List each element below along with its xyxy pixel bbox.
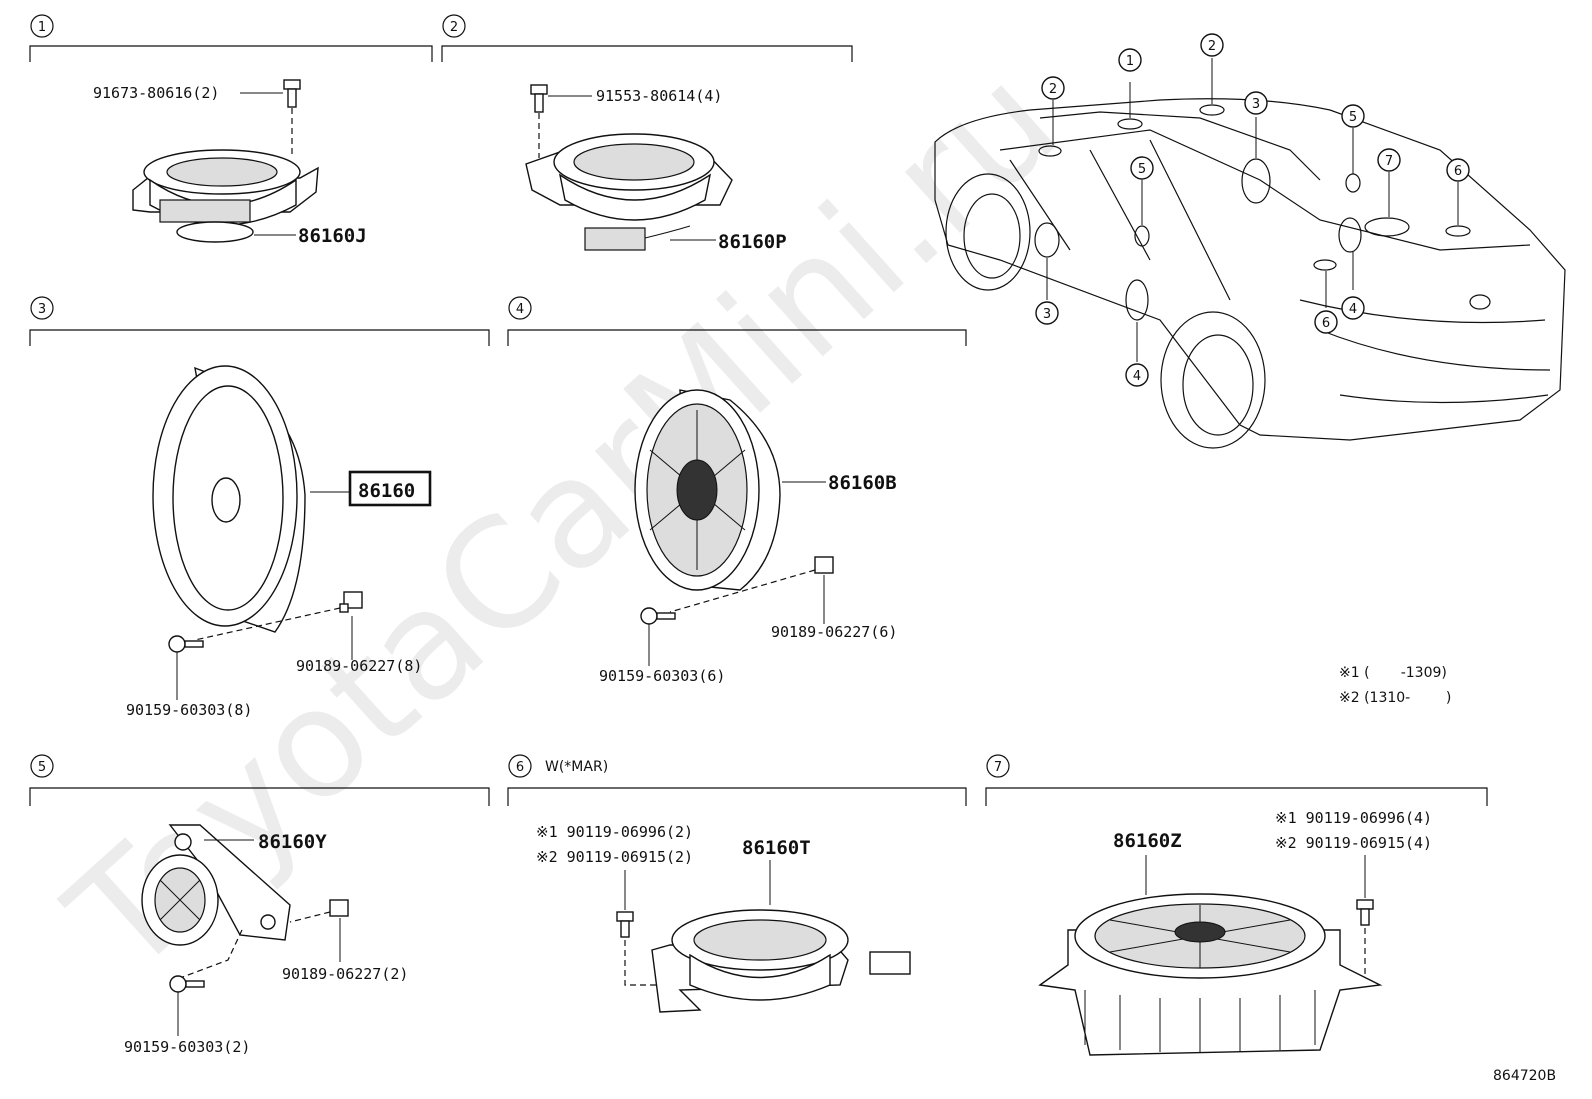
callout-3: 3	[1043, 307, 1051, 322]
section-number: 2	[450, 20, 458, 35]
part-86160Y[interactable]: 86160Y	[258, 831, 327, 853]
subwoofer-86160Z-icon	[1038, 893, 1383, 1056]
part-91553-80614[interactable]: 91553-80614(4)	[596, 87, 722, 105]
part-91673-80616[interactable]: 91673-80616(2)	[93, 84, 219, 102]
bolt-icon	[530, 84, 548, 113]
section-number: 6	[516, 760, 524, 775]
car-illustration: 1 2 2 3 3 4 4 5 5 6 6 7	[934, 33, 1566, 449]
callout-5: 5	[1138, 162, 1146, 177]
part-90119-06915-4[interactable]: ※2 90119-06915(4)	[1275, 834, 1432, 852]
part-90189-06227-2[interactable]: 90189-06227(2)	[282, 965, 408, 983]
bolt-icon	[283, 79, 301, 108]
part-86160B[interactable]: 86160B	[828, 472, 897, 494]
section-3: 3 86160 90189-06227(8) 90159-60303(8)	[29, 296, 490, 719]
section-number: 4	[516, 302, 524, 317]
speaker-86160-icon	[152, 365, 306, 633]
callout-2: 2	[1208, 39, 1216, 54]
part-86160[interactable]: 86160	[358, 480, 415, 502]
highlight-frame	[348, 470, 432, 507]
callout-6: 6	[1322, 316, 1330, 331]
part-90159-60303-2[interactable]: 90159-60303(2)	[124, 1038, 250, 1056]
part-86160Z[interactable]: 86160Z	[1113, 830, 1182, 852]
section-7: 7 86160Z ※1 90119-06996(4) ※2 90119-0691…	[985, 754, 1488, 1056]
speaker-86160P-icon	[525, 133, 733, 251]
screw-icon	[640, 607, 676, 625]
section-number: 1	[38, 20, 46, 35]
part-86160P[interactable]: 86160P	[718, 231, 787, 253]
part-90189-06227-8[interactable]: 90189-06227(8)	[296, 657, 422, 675]
section-6: 6 W(*MAR) ※1 90119-06996(2) ※2 90119-069…	[507, 754, 967, 1013]
section-number: 5	[38, 760, 46, 775]
screw-icon	[169, 975, 205, 993]
callout-7: 7	[1385, 154, 1393, 169]
callout-1: 1	[1126, 54, 1134, 69]
car-callouts: 1 2 2 3 3 4 4 5 5 6 6 7	[1035, 33, 1470, 387]
part-90119-06996-4[interactable]: ※1 90119-06996(4)	[1275, 809, 1432, 827]
part-86160J[interactable]: 86160J	[298, 225, 367, 247]
note-2: ※2 (1310- )	[1339, 690, 1451, 706]
callout-3: 3	[1252, 97, 1260, 112]
nut-clip-icon	[814, 556, 834, 574]
bolt-icon	[616, 911, 634, 938]
callout-4: 4	[1349, 302, 1357, 317]
nut-clip-icon	[339, 591, 363, 613]
part-90119-06996-2[interactable]: ※1 90119-06996(2)	[536, 823, 693, 841]
section-1: 1 91673-80616(2) 86160J	[29, 14, 433, 247]
section-2: 2 91553-80614(4) 86160P	[441, 14, 853, 253]
speaker-86160B-icon	[634, 389, 781, 591]
section-5: 5 86160Y 90189-06227(2) 90159-60303(2)	[29, 754, 490, 1056]
speaker-86160T-icon	[651, 909, 911, 1013]
section-6-condition: W(*MAR)	[545, 759, 608, 775]
nut-clip-icon	[329, 899, 349, 917]
callout-2: 2	[1049, 82, 1057, 97]
section-number: 3	[38, 302, 46, 317]
section-4: 4 86160B 90189-06227(6) 90159-60303(6)	[507, 296, 967, 685]
screw-icon	[168, 635, 204, 653]
note-1: ※1 ( -1309)	[1339, 665, 1447, 681]
speaker-86160Y-icon	[141, 824, 291, 946]
bolt-icon	[1356, 899, 1374, 926]
callout-6: 6	[1454, 164, 1462, 179]
diagram-code: 864720B	[1493, 1068, 1556, 1084]
speaker-86160J-icon	[132, 149, 319, 243]
part-90159-60303-6[interactable]: 90159-60303(6)	[599, 667, 725, 685]
part-86160T[interactable]: 86160T	[742, 837, 811, 859]
part-90189-06227-6[interactable]: 90189-06227(6)	[771, 623, 897, 641]
part-90159-60303-8[interactable]: 90159-60303(8)	[126, 701, 252, 719]
section-number: 7	[994, 760, 1002, 775]
callout-4: 4	[1133, 369, 1141, 384]
callout-5: 5	[1349, 110, 1357, 125]
part-90119-06915-2[interactable]: ※2 90119-06915(2)	[536, 848, 693, 866]
